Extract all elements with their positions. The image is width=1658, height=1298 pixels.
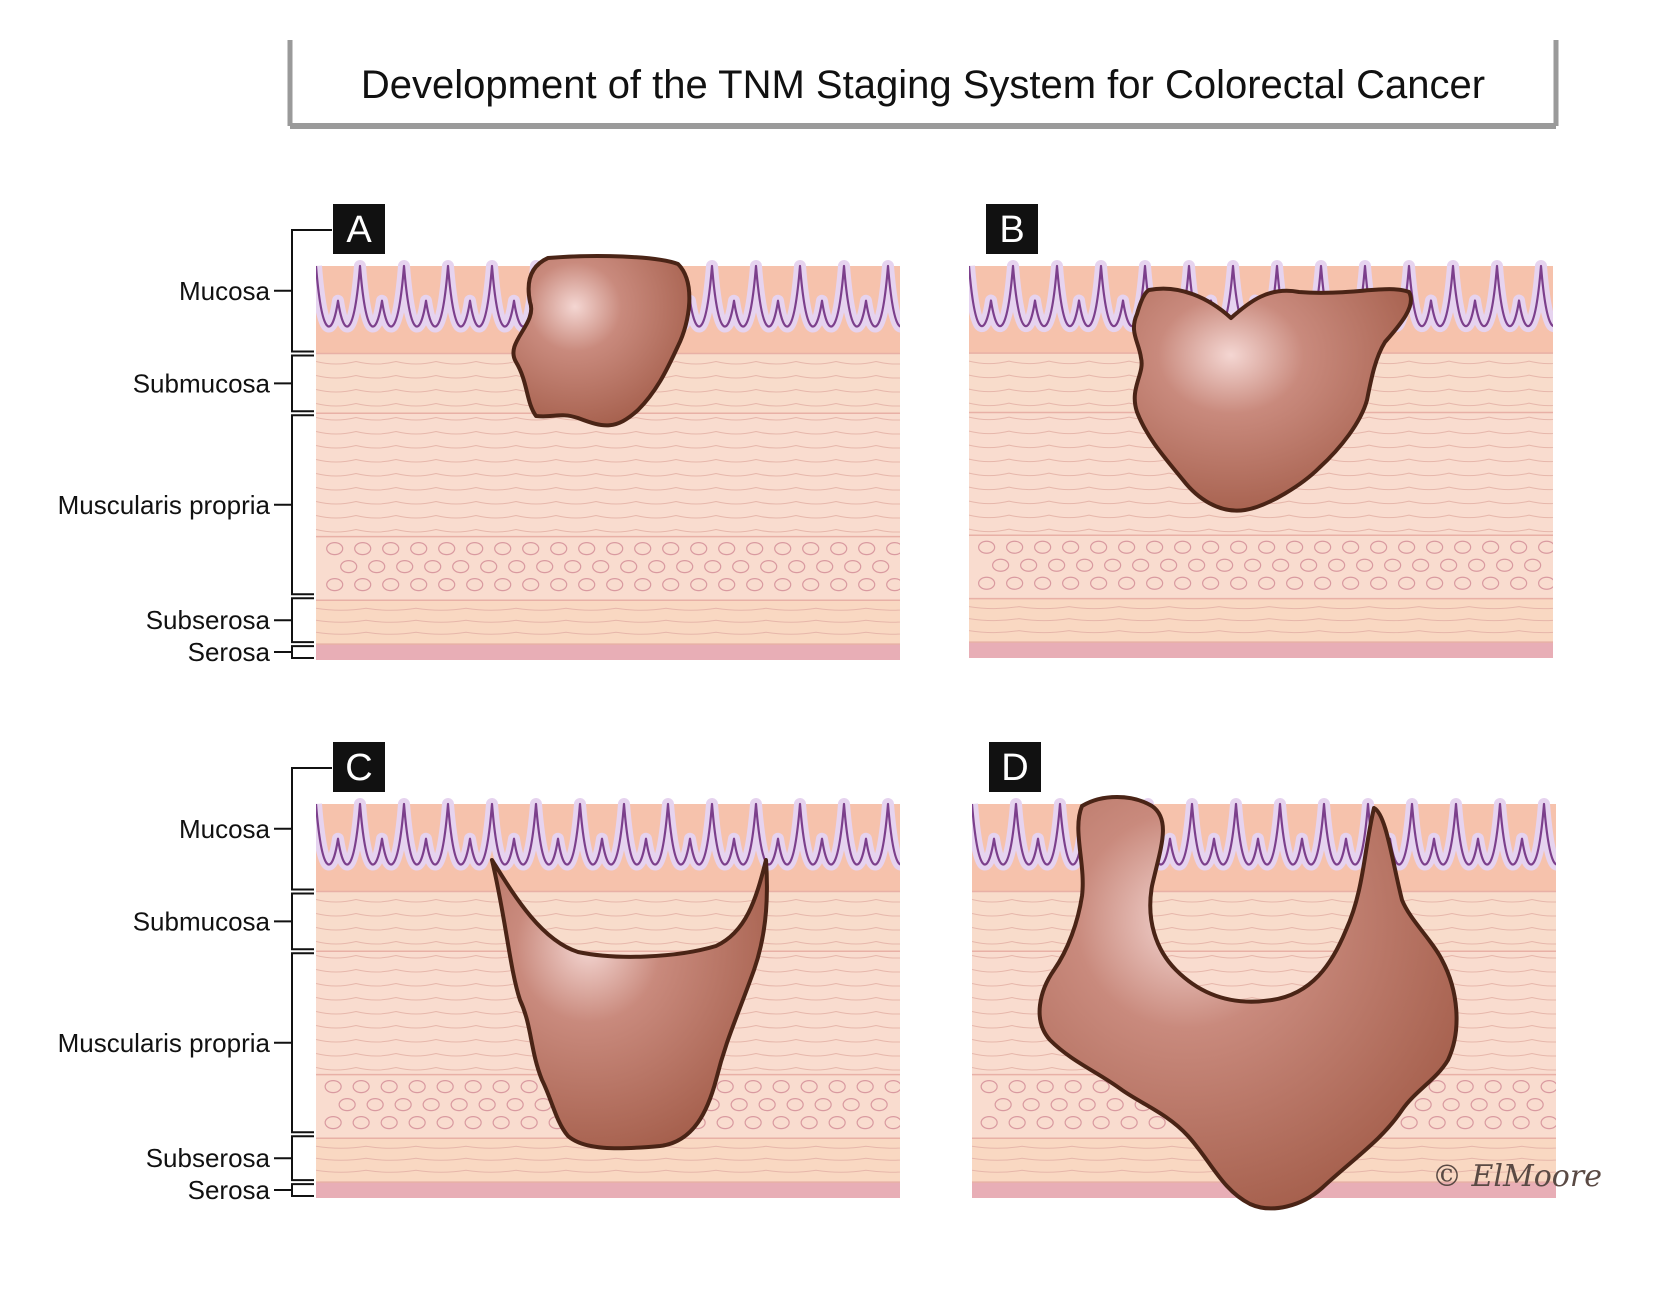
submucosa-layer [972, 891, 1556, 952]
tumor-panel-c [490, 858, 769, 1151]
bracket-subserosa: Subserosa [146, 1135, 314, 1182]
layer-label: Serosa [188, 637, 271, 667]
mucosal-crypts [316, 790, 900, 871]
panel-a: A [316, 204, 900, 660]
layer-label: Muscularis propria [58, 490, 271, 520]
tumor-panel-a [511, 254, 692, 428]
artist-signature: © ElMoore [1432, 1159, 1602, 1194]
serosa-layer [316, 1182, 900, 1198]
panel-letter-badge [333, 204, 385, 254]
submucosa-layer [316, 891, 900, 952]
bracket-mucosa: Mucosa [179, 767, 314, 891]
panel-letter-badge [986, 204, 1038, 254]
layer-label: Serosa [188, 1175, 271, 1205]
cell-nuclei [978, 540, 1553, 590]
bracket-muscularis-propria: Muscularis propria [58, 952, 314, 1134]
panel-letter-badge [989, 742, 1041, 792]
layer-label: Subserosa [146, 1143, 271, 1173]
bracket-muscularis-propria: Muscularis propria [58, 414, 314, 596]
layer-label: Submucosa [133, 906, 271, 936]
panel-c: C [316, 742, 900, 1198]
panel-letter: B [999, 209, 1024, 251]
bracket-subserosa: Subserosa [146, 597, 314, 644]
panel-letter: D [1001, 747, 1028, 789]
panel-letter: A [346, 209, 372, 251]
mucosal-crypts [969, 252, 1553, 333]
bracket-submucosa: Submucosa [133, 354, 314, 413]
serosa-layer [316, 644, 900, 660]
bracket-submucosa: Submucosa [133, 892, 314, 951]
panel-d: D [972, 742, 1556, 1211]
page-title: Development of the TNM Staging System fo… [361, 63, 1485, 107]
tumor-panel-d [1037, 795, 1459, 1211]
bracket-serosa: Serosa [188, 637, 314, 667]
layer-label: Mucosa [179, 276, 271, 306]
panel-letter: C [345, 747, 372, 789]
layer-label: Submucosa [133, 368, 271, 398]
title-box: Development of the TNM Staging System fo… [287, 38, 1559, 129]
cell-nuclei [326, 542, 900, 592]
panel-b: B [969, 204, 1553, 658]
serosa-layer [969, 642, 1553, 658]
tumor-panel-b [1131, 286, 1413, 513]
layer-label: Subserosa [146, 605, 271, 635]
layer-label: Muscularis propria [58, 1028, 271, 1058]
bracket-serosa: Serosa [188, 1175, 314, 1205]
panel-letter-badge [333, 742, 385, 792]
bracket-mucosa: Mucosa [179, 229, 314, 353]
layer-label: Mucosa [179, 814, 271, 844]
